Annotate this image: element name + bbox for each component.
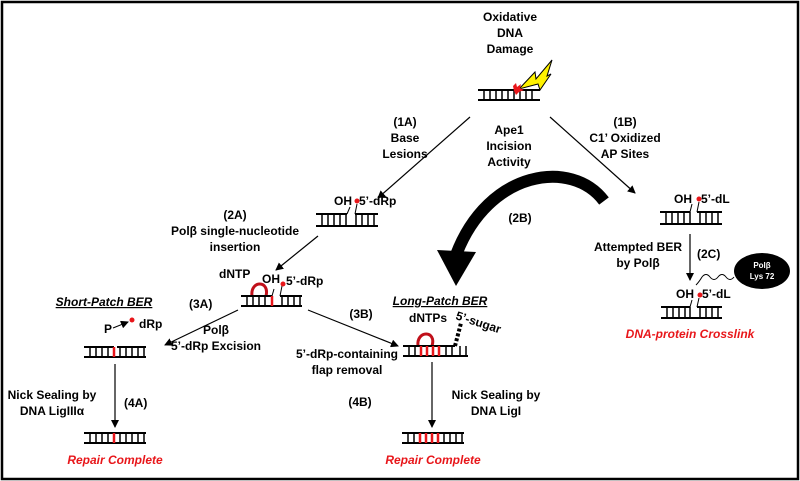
long-patch-title: Long-Patch BER	[393, 294, 488, 308]
label-4a: (4A)	[124, 396, 147, 410]
arrow-2a	[275, 235, 319, 271]
right-dna2-oh: OH	[676, 287, 694, 301]
right-dna1-oh: OH	[674, 192, 692, 206]
dna-right-2	[661, 292, 722, 319]
dna-repaired-left	[84, 432, 146, 444]
arrow-1b	[549, 116, 636, 194]
drp-dot	[129, 317, 135, 323]
top-title-line1: Oxidative	[483, 10, 537, 24]
dna-top	[478, 89, 540, 101]
left-dna1-end: 5’-dRp	[359, 194, 396, 208]
repair-complete-left: Repair Complete	[67, 453, 163, 467]
lightning-bolt-icon	[517, 59, 553, 92]
right-dna1-end: 5’-dL	[701, 192, 730, 206]
damage-burst-icon	[513, 83, 524, 95]
label-3a: (3A)	[189, 297, 212, 311]
top-title-line2: DNA	[497, 26, 523, 40]
dna-mid	[241, 281, 302, 307]
label-4b: (4B)	[348, 395, 371, 409]
left-dna1-oh: OH	[334, 194, 352, 208]
label-3b: (3B)	[349, 307, 372, 321]
branch-1b-line1: C1’ Oxidized	[589, 131, 660, 145]
step-4b-line1: Nick Sealing by	[452, 388, 541, 402]
repair-complete-right: Repair Complete	[385, 453, 481, 467]
polb-enzyme-arc-long	[416, 332, 435, 347]
long-patch-dntps: dNTPs	[409, 311, 447, 325]
branch-1b-line2: AP Sites	[601, 147, 650, 161]
step-2a-line1: Polβ single-nucleotide	[171, 224, 299, 238]
dna-repaired-right	[402, 432, 464, 444]
center-line2: Incision	[486, 139, 531, 153]
arrow-2b-curve	[450, 170, 609, 258]
step-4a-line2: DNA LigIIIα	[20, 404, 85, 418]
branch-1a-line2: Lesions	[382, 147, 428, 161]
step-2a-line2: insertion	[210, 240, 261, 254]
step-3a-line2: 5’-dRp Excision	[171, 339, 261, 353]
short-patch-p: P	[104, 322, 112, 336]
dna-right-1	[660, 196, 722, 225]
crosslink-tether	[695, 274, 735, 286]
short-patch-drp: dRp	[139, 317, 162, 331]
top-title-line3: Damage	[487, 42, 534, 56]
mid-dna-end: 5’-dRp	[286, 274, 323, 288]
label-1b: (1B)	[613, 115, 636, 129]
step-4a-line1: Nick Sealing by	[8, 388, 97, 402]
step-4b-line2: DNA LigI	[471, 404, 521, 418]
center-line1: Ape1	[494, 123, 524, 137]
crosslink-label: DNA-protein Crosslink	[626, 327, 756, 341]
label-2a: (2A)	[223, 208, 246, 222]
arrow-3b	[307, 309, 399, 348]
step-3a-line1: Polβ	[203, 323, 229, 337]
mid-dna-oh: OH	[262, 272, 280, 286]
step-3b-line1: 5’-dRp-containing	[296, 347, 398, 361]
mid-dna-dntp: dNTP	[219, 267, 250, 281]
attempted-line2: by Polβ	[616, 256, 659, 270]
polb-protein-oval	[734, 253, 790, 289]
branch-1a-line1: Base	[391, 131, 420, 145]
arrow-3a	[164, 309, 239, 346]
polb-oval-line1: Polβ	[753, 261, 770, 270]
polb-enzyme-arc	[250, 282, 268, 297]
dna-short-patch-1	[84, 346, 146, 358]
step-3b-line2: flap removal	[312, 363, 383, 377]
drp-release-arrow	[112, 320, 129, 329]
label-1a: (1A)	[393, 115, 416, 129]
right-dna2-end: 5’-dL	[702, 287, 731, 301]
polb-oval-line2: Lys 72	[750, 272, 775, 281]
dna-long-patch-1	[403, 322, 468, 357]
center-line3: Activity	[487, 155, 531, 169]
dna-left-1	[316, 198, 378, 227]
arrow-2b-head	[437, 250, 476, 286]
label-2b: (2B)	[508, 211, 531, 225]
attempted-line1: Attempted BER	[594, 240, 682, 254]
short-patch-title: Short-Patch BER	[56, 295, 153, 309]
long-patch-sugar: 5’-sugar	[454, 309, 503, 337]
label-2c: (2C)	[697, 247, 720, 261]
arrow-1a	[377, 116, 471, 199]
